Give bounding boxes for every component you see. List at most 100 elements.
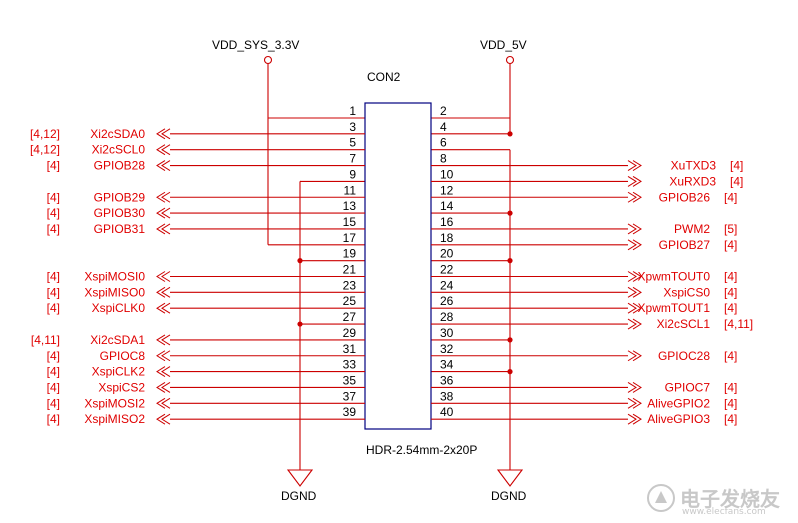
- pin-number: 22: [440, 263, 454, 277]
- net-ref: [4,12]: [30, 127, 60, 141]
- net-ref: [4]: [724, 349, 737, 363]
- net-label: XpwmTOUT0: [638, 270, 711, 284]
- net-ref: [4,12]: [30, 143, 60, 157]
- pin-number: 36: [440, 373, 454, 387]
- net-label: XuTXD3: [671, 159, 717, 173]
- net-ref: [4]: [724, 412, 737, 426]
- net-ref: [4]: [47, 270, 60, 284]
- pin-number: 11: [344, 183, 357, 197]
- net-ref: [4,11]: [724, 317, 753, 331]
- gnd-junction: [507, 337, 513, 343]
- pin-number: 25: [343, 294, 357, 308]
- gnd-junction: [297, 321, 303, 327]
- net-label: AliveGPIO2: [647, 396, 710, 410]
- net-label: GPIOB27: [659, 238, 711, 252]
- net-ref: [4]: [47, 159, 60, 173]
- pin-number: 38: [440, 389, 454, 403]
- connector-arrow-icon: [627, 413, 642, 425]
- net-ref: [4]: [47, 206, 60, 220]
- connector-arrow-icon: [156, 382, 171, 393]
- ground-right-icon: [496, 469, 524, 487]
- pin-number: 9: [349, 167, 356, 181]
- pin-number: 37: [343, 389, 357, 403]
- connector-arrow-icon: [156, 413, 171, 425]
- pin-number: 35: [343, 373, 357, 387]
- vdd-5v-label: VDD_5V: [480, 38, 527, 52]
- connector-ref: CON2: [367, 70, 401, 84]
- net-label: Xi2cSDA0: [90, 127, 145, 141]
- pin-number: 24: [440, 278, 454, 292]
- connector-arrow-icon: [627, 397, 642, 409]
- connector-arrow-icon: [156, 271, 171, 282]
- net-ref: [5]: [724, 222, 737, 236]
- pin-number: 16: [440, 215, 454, 229]
- net-label: GPIOB30: [94, 206, 146, 220]
- net-ref: [4]: [724, 301, 737, 315]
- net-label: GPIOC8: [100, 349, 146, 363]
- pin-number: 29: [343, 326, 357, 340]
- pin-number: 10: [440, 167, 454, 181]
- gnd-left-label: DGND: [281, 489, 317, 503]
- connector-arrow-icon: [156, 144, 171, 156]
- connector-arrow-icon: [627, 318, 642, 330]
- net-ref: [4]: [47, 349, 60, 363]
- watermark-logo-icon: [647, 484, 675, 512]
- net-ref: [4,11]: [31, 333, 60, 347]
- pin-number: 3: [349, 120, 356, 134]
- pin-number: 17: [343, 231, 357, 245]
- connector-arrow-icon: [156, 207, 171, 219]
- net-label: XspiCLK0: [92, 301, 146, 315]
- pin-number: 15: [343, 215, 357, 229]
- net-label: Xi2cSDA1: [90, 333, 145, 347]
- pin-number: 21: [343, 263, 357, 277]
- net-label: XspiCLK2: [92, 365, 146, 379]
- connector-arrow-icon: [627, 271, 642, 282]
- net-label: PWM2: [674, 222, 710, 236]
- net-label: GPIOB31: [94, 222, 146, 236]
- net-ref: [4]: [47, 222, 60, 236]
- net-label: XspiMISO0: [84, 285, 145, 299]
- net-label: XspiCS2: [98, 380, 145, 394]
- net-label: XspiCS0: [663, 285, 710, 299]
- net-ref: [4]: [730, 159, 743, 173]
- connector-arrow-icon: [627, 286, 642, 298]
- net-ref: [4]: [47, 412, 60, 426]
- pin-number: 39: [343, 405, 357, 419]
- net-label: Xi2cSCL0: [92, 143, 146, 157]
- connector-arrow-icon: [156, 334, 171, 346]
- net-label: XpwmTOUT1: [638, 301, 711, 315]
- pin-number: 20: [440, 247, 454, 261]
- connector-arrow-icon: [156, 160, 171, 171]
- connector-arrow-icon: [156, 223, 171, 235]
- pin-number: 8: [440, 152, 447, 166]
- net-label: GPIOC7: [665, 380, 711, 394]
- pin-number: 23: [343, 278, 357, 292]
- connector-arrow-icon: [627, 160, 642, 171]
- vdd-5v-terminal-icon: [505, 55, 515, 65]
- pin-number: 14: [440, 199, 454, 213]
- pin-number: 40: [440, 405, 454, 419]
- connector-arrow-icon: [156, 350, 171, 362]
- net-label: Xi2cSCL1: [657, 317, 711, 331]
- pin-number: 26: [440, 294, 454, 308]
- net-ref: [4]: [724, 396, 737, 410]
- vdd-sys-label: VDD_SYS_3.3V: [212, 38, 299, 52]
- net-ref: [4]: [730, 174, 743, 188]
- gnd-junction: [297, 258, 303, 264]
- net-label: GPIOC28: [658, 349, 710, 363]
- pin-number: 1: [349, 104, 356, 118]
- net-label: XspiMOSI0: [84, 270, 145, 284]
- net-label: XspiMOSI2: [84, 396, 145, 410]
- net-ref: [4]: [724, 270, 737, 284]
- connector-body: [364, 102, 432, 430]
- pin-number: 32: [440, 342, 454, 356]
- net-ref: [4]: [724, 285, 737, 299]
- connector-arrow-icon: [156, 397, 171, 409]
- gnd-junction: [507, 258, 513, 264]
- net-label: XuRXD3: [669, 174, 716, 188]
- watermark: 电子发烧友 www.elecfans.com: [642, 481, 792, 521]
- net-ref: [4]: [724, 380, 737, 394]
- pin-number: 12: [440, 183, 454, 197]
- left-pin-group: 13Xi2cSDA0[4,12]5Xi2cSCL0[4,12]7GPIOB28[…: [30, 104, 365, 426]
